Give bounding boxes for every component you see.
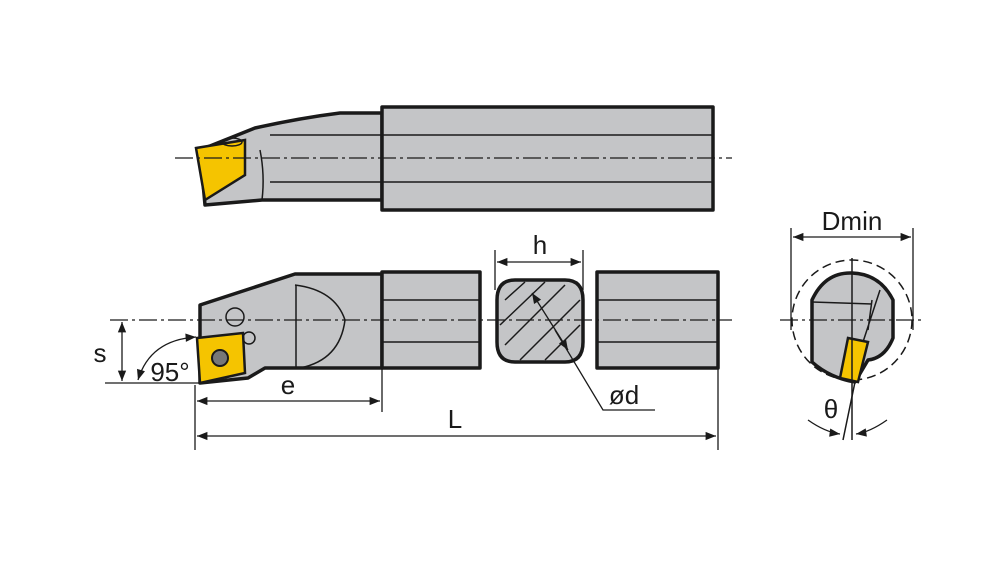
cross-section (495, 278, 585, 364)
dimensions (105, 228, 914, 450)
insert-end (838, 336, 870, 384)
label-e: e (281, 370, 295, 400)
label-dmin: Dmin (822, 206, 883, 236)
label-d: ød (609, 380, 639, 410)
label-h: h (533, 230, 547, 260)
label-angle: 95° (150, 357, 189, 387)
label-L: L (448, 404, 462, 434)
screw-icon (225, 307, 245, 327)
side-view (110, 270, 732, 385)
insert-top (194, 138, 247, 203)
label-theta: θ (824, 394, 838, 424)
top-view (175, 105, 732, 212)
label-s: s (94, 338, 107, 368)
end-view (780, 258, 925, 441)
